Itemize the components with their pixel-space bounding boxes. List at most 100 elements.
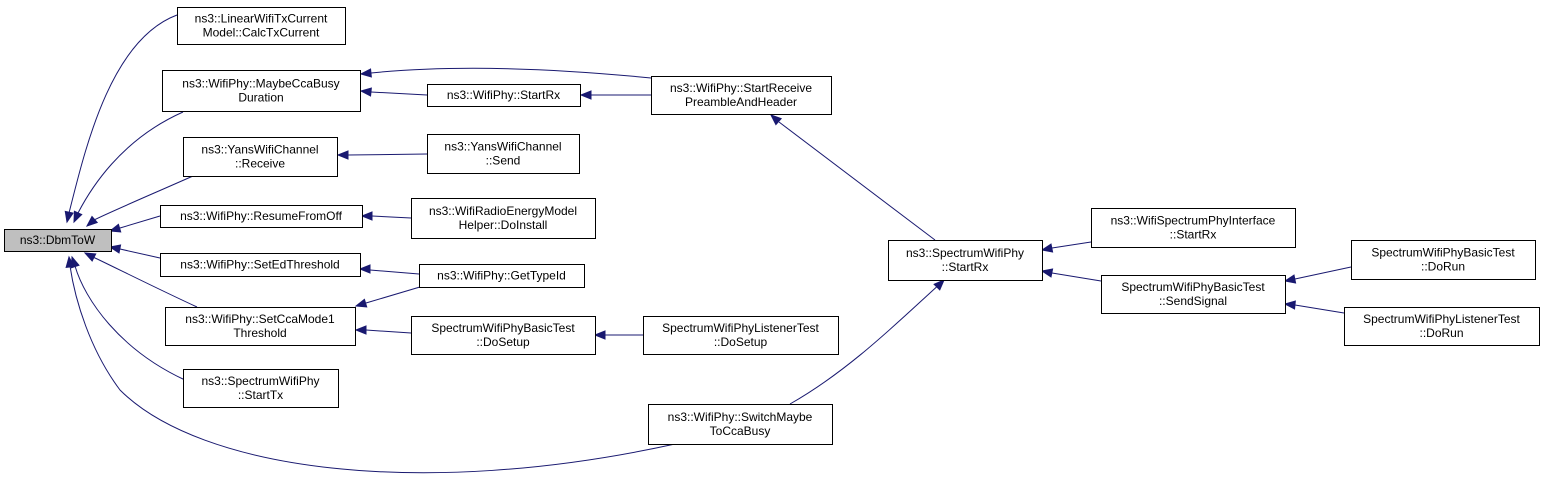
node-box <box>411 198 596 239</box>
node-start-receive[interactable]: ns3::WifiPhy::StartReceivePreambleAndHea… <box>651 76 832 115</box>
node-label-line: ns3::WifiPhy::ResumeFromOff <box>180 209 342 223</box>
node-label-line: PreambleAndHeader <box>685 95 797 109</box>
arrowhead-icon <box>1283 300 1296 310</box>
arrowhead-icon <box>108 244 122 254</box>
node-label-line: ::DoSetup <box>714 335 768 349</box>
edge-spectrum_startrx-17 <box>778 121 936 241</box>
node-label-line: ns3::WifiPhy::SetEdThreshold <box>180 258 339 272</box>
node-box <box>177 7 346 45</box>
arrowhead-icon <box>354 298 368 308</box>
node-spectrum-starttx[interactable]: ns3::SpectrumWifiPhy::StartTx <box>183 369 339 408</box>
node-get-typeid[interactable]: ns3::WifiPhy::GetTypeId <box>419 264 585 288</box>
node-box <box>183 137 338 177</box>
edge-maybe_cca-1 <box>77 111 184 214</box>
edge-iface_startrx-19 <box>1051 241 1092 249</box>
arrowhead-icon <box>83 252 97 262</box>
edge-yans_receive-2 <box>93 175 194 221</box>
node-label-line: ::StartRx <box>1170 228 1217 242</box>
node-label-line: ::StartRx <box>942 260 989 274</box>
node-label-line: Model::CalcTxCurrent <box>203 26 320 40</box>
arrowhead-icon <box>593 330 606 340</box>
arrowhead-icon <box>360 211 373 221</box>
node-label-line: ::Receive <box>235 157 285 171</box>
node-box <box>1351 240 1536 280</box>
arrowhead-icon <box>336 150 349 160</box>
node-listener-dorun[interactable]: SpectrumWifiPhyListenerTest::DoRun <box>1344 307 1540 346</box>
node-box <box>162 70 361 112</box>
edge-get_typeid-13 <box>369 269 420 275</box>
node-label-line: ns3::WifiRadioEnergyModel <box>429 204 577 218</box>
node-label-line: ns3::WifiPhy::SetCcaMode1 <box>185 312 335 326</box>
node-resume-off[interactable]: ns3::WifiPhy::ResumeFromOff <box>160 205 363 228</box>
edge-listener_dorun-22 <box>1294 304 1345 314</box>
arrowhead-icon <box>108 223 122 233</box>
node-iface-startrx[interactable]: ns3::WifiSpectrumPhyInterface::StartRx <box>1091 208 1296 248</box>
edge-yans_send-11 <box>347 153 428 156</box>
arrowhead-icon <box>85 215 99 227</box>
node-basic-dosetup[interactable]: SpectrumWifiPhyBasicTest::DoSetup <box>411 316 596 355</box>
arrowhead-icon <box>359 87 372 97</box>
node-dbmtow[interactable]: ns3::DbmToW <box>4 229 112 252</box>
node-send-signal[interactable]: SpectrumWifiPhyBasicTest::SendSignal <box>1101 275 1286 314</box>
edge-wifiphy_startrx-9 <box>370 91 428 96</box>
edge-basic_dosetup-15 <box>365 329 412 334</box>
edge-set_ed-4 <box>119 248 161 259</box>
edges-layer <box>64 14 1352 474</box>
node-label-line: ns3::WifiSpectrumPhyInterface <box>1111 214 1276 228</box>
node-label-line: ToCcaBusy <box>710 424 771 438</box>
node-label-line: ns3::DbmToW <box>20 233 96 247</box>
node-wifiphy-startrx[interactable]: ns3::WifiPhy::StartRx <box>427 84 581 107</box>
arrowhead-icon <box>1283 274 1297 284</box>
node-label-line: ::DoRun <box>1421 260 1465 274</box>
node-box <box>888 240 1043 281</box>
arrowhead-icon <box>359 68 372 78</box>
node-label-line: ns3::SpectrumWifiPhy <box>906 246 1024 260</box>
node-label-line: ns3::WifiPhy::StartRx <box>447 88 560 102</box>
node-label-line: ns3::WifiPhy::GetTypeId <box>437 269 566 283</box>
node-label-line: ::DoSetup <box>476 335 530 349</box>
edge-radio_energy-12 <box>371 215 412 219</box>
node-box <box>419 264 585 288</box>
node-label-line: ns3::WifiPhy::SwitchMaybe <box>668 410 813 424</box>
edge-switch_maybe-18 <box>789 281 943 405</box>
node-box <box>160 205 363 228</box>
node-box <box>160 253 361 277</box>
node-set-ed[interactable]: ns3::WifiPhy::SetEdThreshold <box>160 253 361 277</box>
node-label-line: ns3::WifiPhy::MaybeCcaBusy <box>182 77 339 91</box>
edge-send_signal-20 <box>1051 272 1102 282</box>
node-label-line: SpectrumWifiPhyListenerTest <box>662 321 819 335</box>
node-label-line: ns3::WifiPhy::StartReceive <box>670 81 812 95</box>
edge-resume_off-3 <box>119 215 161 229</box>
node-label-line: SpectrumWifiPhyBasicTest <box>1371 246 1515 260</box>
arrowhead-icon <box>354 325 367 335</box>
node-label-line: ::SendSignal <box>1159 294 1227 308</box>
arrowhead-icon <box>769 114 783 126</box>
node-label-line: Helper::DoInstall <box>459 218 548 232</box>
node-radio-energy[interactable]: ns3::WifiRadioEnergyModelHelper::DoInsta… <box>411 198 596 239</box>
node-box <box>643 316 839 355</box>
node-box <box>427 84 581 107</box>
node-box <box>165 307 356 346</box>
edge-switch_maybe-7 <box>69 265 676 474</box>
node-box <box>1101 275 1286 314</box>
node-label-line: ns3::YansWifiChannel <box>444 140 561 154</box>
arrowhead-icon <box>933 279 945 291</box>
node-box <box>4 229 112 252</box>
node-label-line: ns3::LinearWifiTxCurrent <box>195 12 328 26</box>
node-box <box>1344 307 1540 346</box>
node-basic-dorun[interactable]: SpectrumWifiPhyBasicTest::DoRun <box>1351 240 1536 280</box>
node-box <box>1091 208 1296 248</box>
edge-linear_calc-0 <box>68 14 178 214</box>
arrowhead-icon <box>358 264 371 274</box>
node-spectrum-startrx[interactable]: ns3::SpectrumWifiPhy::StartRx <box>888 240 1043 281</box>
node-linear-calc[interactable]: ns3::LinearWifiTxCurrentModel::CalcTxCur… <box>177 7 346 45</box>
node-yans-send[interactable]: ns3::YansWifiChannel::Send <box>427 134 580 174</box>
node-label-line: Threshold <box>233 326 286 340</box>
node-listener-dosetup[interactable]: SpectrumWifiPhyListenerTest::DoSetup <box>643 316 839 355</box>
node-yans-receive[interactable]: ns3::YansWifiChannel::Receive <box>183 137 338 177</box>
edge-start_receive-8 <box>370 67 652 79</box>
node-label-line: ::DoRun <box>1419 326 1463 340</box>
